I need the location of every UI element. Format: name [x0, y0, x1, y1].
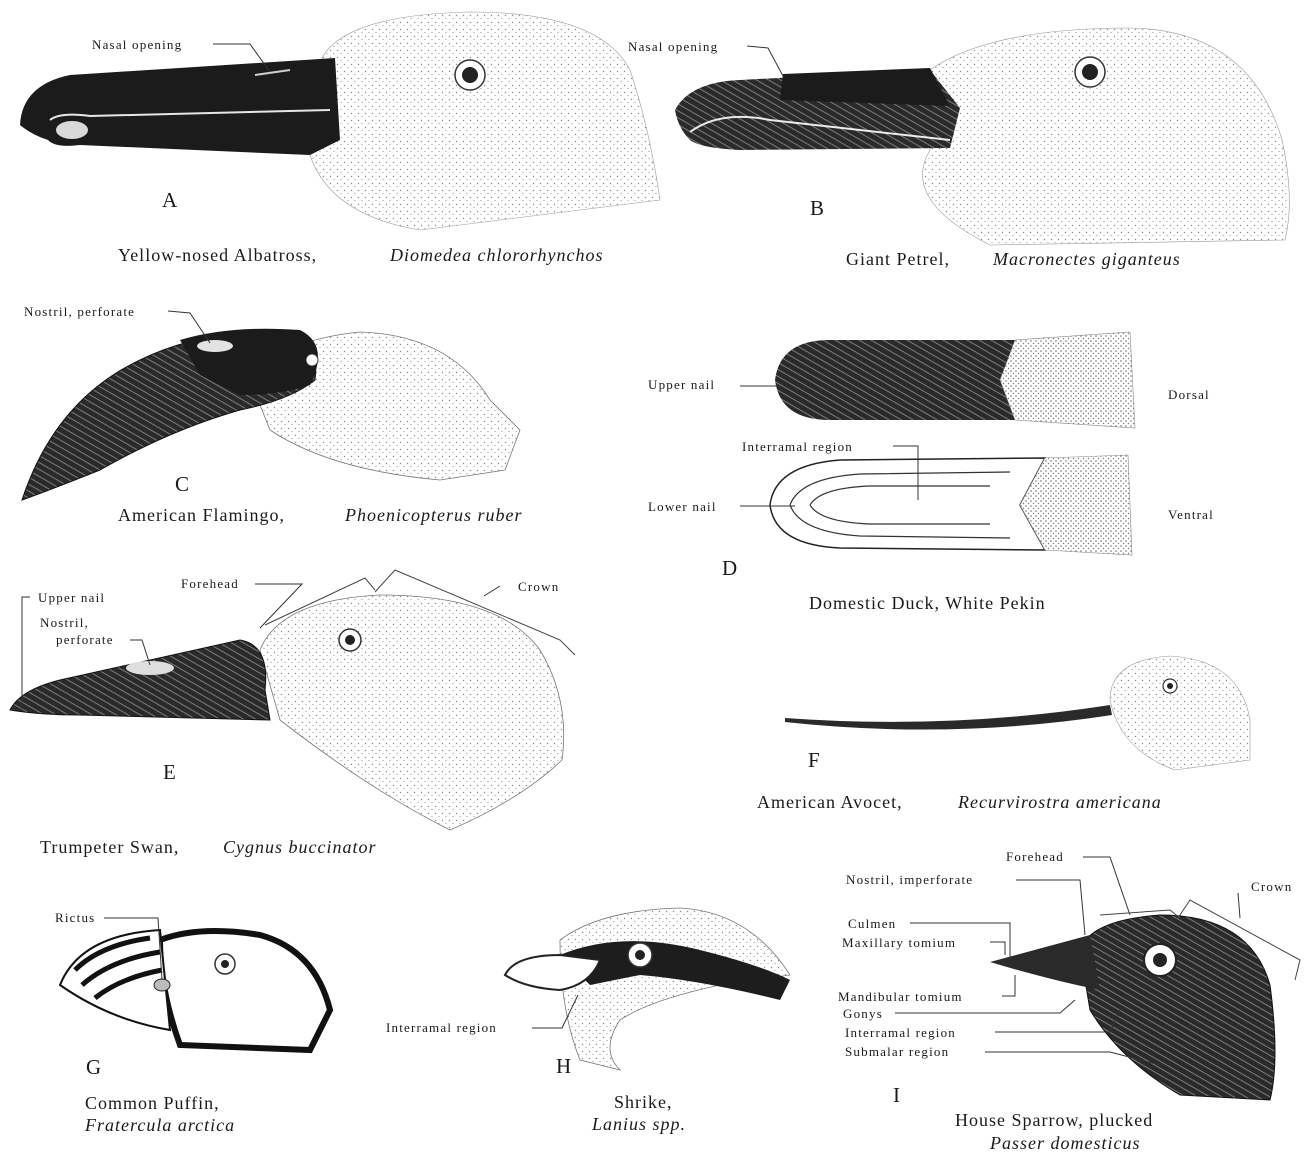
caption-a-scientific: Diomedea chlororhynchos — [390, 246, 603, 264]
caption-h-common: Shrike, — [614, 1093, 673, 1111]
panel-letter-b: B — [810, 198, 824, 219]
panel-letter-c: C — [175, 474, 189, 495]
label-culmen: Culmen — [848, 917, 896, 930]
label-mandibular-tomium: Mandibular tomium — [838, 990, 963, 1003]
puffin-head-drawing — [60, 918, 330, 1050]
label-crown-e: Crown — [518, 580, 559, 593]
label-interramal-h: Interramal region — [386, 1021, 497, 1034]
caption-d-common: Domestic Duck, White Pekin — [809, 594, 1046, 612]
caption-h-scientific: Lanius spp. — [592, 1115, 686, 1133]
label-crown-i: Crown — [1251, 880, 1292, 893]
panel-letter-a: A — [162, 190, 177, 211]
label-interramal-i: Interramal region — [845, 1026, 956, 1039]
shrike-head-drawing — [505, 908, 790, 1070]
caption-a-common: Yellow-nosed Albatross, — [118, 246, 317, 264]
caption-g-common: Common Puffin, — [85, 1094, 220, 1112]
label-upper-nail-e: Upper nail — [38, 591, 105, 604]
caption-g-scientific: Fratercula arctica — [85, 1116, 235, 1134]
label-submalar: Submalar region — [845, 1045, 949, 1058]
label-forehead-i: Forehead — [1006, 850, 1064, 863]
caption-e-scientific: Cygnus buccinator — [223, 838, 377, 856]
panel-letter-h: H — [556, 1056, 571, 1077]
label-forehead-e: Forehead — [181, 577, 239, 590]
label-ventral: Ventral — [1168, 508, 1214, 521]
label-nasal-opening-a: Nasal opening — [92, 38, 182, 51]
caption-i-common: House Sparrow, plucked — [955, 1111, 1153, 1129]
caption-e-common: Trumpeter Swan, — [40, 838, 179, 856]
caption-b-common: Giant Petrel, — [846, 250, 950, 268]
sparrow-head-drawing — [895, 857, 1300, 1100]
flamingo-head-drawing — [22, 311, 520, 500]
label-upper-nail-d: Upper nail — [648, 378, 715, 391]
label-nostril-e-line1: Nostril, — [40, 616, 89, 629]
panel-letter-i: I — [893, 1085, 900, 1106]
panel-letter-f: F — [808, 750, 820, 771]
caption-b-scientific: Macronectes giganteus — [993, 250, 1181, 268]
label-nasal-opening-b: Nasal opening — [628, 40, 718, 53]
caption-c-common: American Flamingo, — [118, 506, 285, 524]
giant-petrel-head-drawing — [675, 28, 1289, 245]
caption-c-scientific: Phoenicopterus ruber — [345, 506, 522, 524]
label-rictus: Rictus — [55, 911, 95, 924]
panel-letter-e: E — [163, 762, 176, 783]
caption-i-scientific: Passer domesticus — [990, 1134, 1141, 1152]
label-gonys: Gonys — [843, 1007, 883, 1020]
panel-letter-d: D — [722, 558, 737, 579]
label-nostril-imperforate: Nostril, imperforate — [846, 873, 973, 886]
avocet-head-drawing — [785, 656, 1250, 770]
caption-f-common: American Avocet, — [757, 793, 903, 811]
caption-f-scientific: Recurvirostra americana — [958, 793, 1162, 811]
panel-letter-g: G — [86, 1057, 101, 1078]
label-nostril-perforate-c: Nostril, perforate — [24, 305, 135, 318]
swan-head-drawing — [10, 570, 575, 830]
label-nostril-e-line2: perforate — [56, 633, 114, 646]
label-lower-nail: Lower nail — [648, 500, 717, 513]
label-interramal-d: Interramal region — [742, 440, 853, 453]
label-maxillary-tomium: Maxillary tomium — [842, 936, 956, 949]
label-dorsal: Dorsal — [1168, 388, 1210, 401]
